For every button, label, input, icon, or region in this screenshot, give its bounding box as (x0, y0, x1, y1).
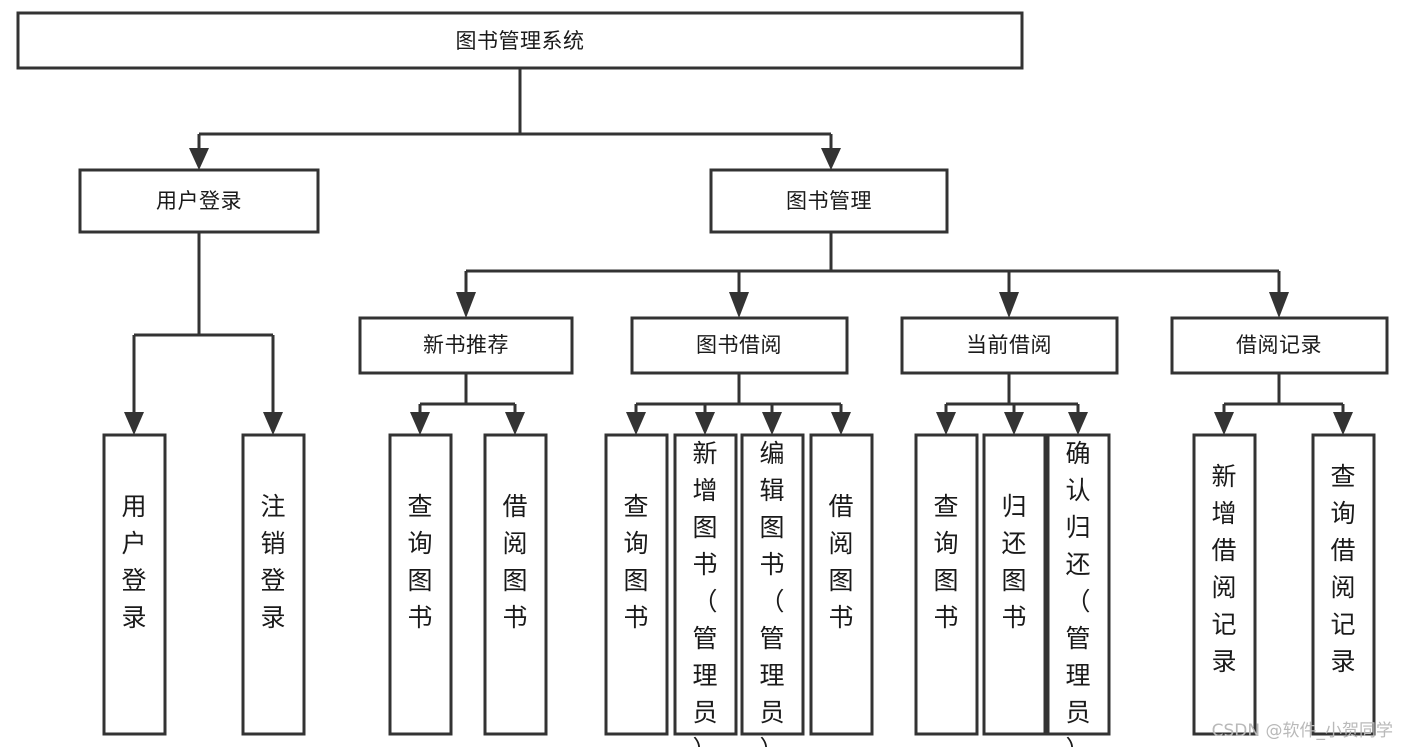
arrow-to-current-borrow (999, 292, 1019, 318)
leaf-user-login[interactable]: 用户登录 (102, 433, 167, 736)
node-new-book-recommend[interactable]: 新书推荐 (358, 316, 574, 375)
leaf-query-book-1-label: 查询图书 (407, 492, 432, 632)
leaf-query-record[interactable]: 查询借阅记录 (1311, 433, 1376, 736)
leaf-borrow-book-2[interactable]: 借阅图书 (809, 433, 874, 736)
arrow-to-new-book-recommend (456, 292, 476, 318)
leaf-borrow-book-2-box[interactable] (809, 433, 874, 736)
leaf-confirm-return-label: 确认归还（管理员） (1065, 439, 1090, 747)
leaf-query-record-label: 查询借阅记录 (1330, 462, 1355, 676)
leaf-user-logout-box[interactable] (241, 433, 306, 736)
leaf-borrow-book-1[interactable]: 借阅图书 (483, 433, 548, 736)
node-root[interactable]: 图书管理系统 (16, 11, 1024, 70)
leaf-user-logout-label: 注销登录 (260, 492, 285, 632)
edges-layer (124, 68, 1353, 435)
node-book-manage-label: 图书管理 (786, 189, 872, 213)
node-current-borrow-box[interactable] (900, 316, 1119, 375)
leaf-query-book-1-box[interactable] (388, 433, 453, 736)
leaf-return-book-box[interactable] (982, 433, 1047, 736)
arrow-to-book-borrow (729, 292, 749, 318)
leaf-add-book[interactable]: 新增图书（管理员） (673, 433, 738, 747)
leaf-add-book-box[interactable] (673, 433, 738, 736)
leaf-user-login-label: 用户登录 (121, 492, 146, 632)
arrow-to-leaf-add-record (1214, 412, 1234, 435)
node-borrow-record-label: 借阅记录 (1236, 333, 1322, 357)
node-root-box[interactable] (16, 11, 1024, 70)
node-user-login[interactable]: 用户登录 (78, 168, 320, 234)
leaf-add-record-box[interactable] (1192, 433, 1257, 736)
arrow-to-leaf-borrow-book-2 (831, 412, 851, 435)
leaf-add-book-label: 新增图书（管理员） (692, 439, 717, 747)
leaf-query-book-2[interactable]: 查询图书 (604, 433, 669, 736)
leaf-add-record[interactable]: 新增借阅记录 (1192, 433, 1257, 736)
arrow-to-book-manage (821, 148, 841, 170)
arrow-to-leaf-return-book (1004, 412, 1024, 435)
leaf-query-book-2-label: 查询图书 (623, 492, 648, 632)
arrow-to-leaf-edit-book (762, 412, 782, 435)
leaf-confirm-return[interactable]: 确认归还（管理员） (1046, 433, 1111, 747)
node-current-borrow-label: 当前借阅 (966, 333, 1052, 357)
arrow-to-user-login (189, 148, 209, 170)
leaf-query-book-2-box[interactable] (604, 433, 669, 736)
node-borrow-record[interactable]: 借阅记录 (1170, 316, 1389, 375)
leaf-user-logout[interactable]: 注销登录 (241, 433, 306, 736)
leaf-borrow-book-1-label: 借阅图书 (502, 492, 527, 632)
leaf-user-login-box[interactable] (102, 433, 167, 736)
arrow-to-leaf-query-record (1333, 412, 1353, 435)
node-current-borrow[interactable]: 当前借阅 (900, 316, 1119, 375)
arrow-to-leaf-user-login (124, 412, 144, 435)
node-root-label: 图书管理系统 (456, 29, 585, 53)
leaf-borrow-book-2-label: 借阅图书 (828, 492, 853, 632)
node-new-book-recommend-label: 新书推荐 (423, 333, 509, 357)
leaf-borrow-book-1-box[interactable] (483, 433, 548, 736)
arrow-to-leaf-query-book-3 (936, 412, 956, 435)
leaf-edit-book-box[interactable] (740, 433, 805, 736)
leaf-query-book-3-box[interactable] (914, 433, 979, 736)
node-book-manage-box[interactable] (709, 168, 949, 234)
arrow-to-leaf-borrow-book-1 (505, 412, 525, 435)
node-new-book-recommend-box[interactable] (358, 316, 574, 375)
node-user-login-box[interactable] (78, 168, 320, 234)
leaf-return-book-label: 归还图书 (1001, 492, 1026, 632)
leaf-return-book[interactable]: 归还图书 (982, 433, 1047, 736)
leaf-query-book-3-label: 查询图书 (933, 492, 958, 632)
arrow-to-leaf-query-book-2 (626, 412, 646, 435)
leaf-query-record-box[interactable] (1311, 433, 1376, 736)
leaf-confirm-return-box[interactable] (1046, 433, 1111, 736)
node-book-borrow[interactable]: 图书借阅 (630, 316, 849, 375)
csdn-watermark: CSDN @软件_小贺同学 (1211, 721, 1393, 741)
arrow-to-leaf-query-book-1 (410, 412, 430, 435)
node-book-borrow-box[interactable] (630, 316, 849, 375)
arrow-to-leaf-user-logout (263, 412, 283, 435)
arrow-to-borrow-record (1269, 292, 1289, 318)
node-book-borrow-label: 图书借阅 (696, 333, 782, 357)
leaf-add-record-label: 新增借阅记录 (1211, 462, 1236, 676)
leaf-edit-book[interactable]: 编辑图书（管理员） (740, 433, 805, 747)
arrow-to-leaf-confirm-return (1068, 412, 1088, 435)
node-user-login-label: 用户登录 (156, 189, 242, 213)
node-borrow-record-box[interactable] (1170, 316, 1389, 375)
node-book-manage[interactable]: 图书管理 (709, 168, 949, 234)
arrow-to-leaf-add-book (695, 412, 715, 435)
leaf-query-book-1[interactable]: 查询图书 (388, 433, 453, 736)
leaf-query-book-3[interactable]: 查询图书 (914, 433, 979, 736)
leaf-edit-book-label: 编辑图书（管理员） (759, 439, 784, 747)
